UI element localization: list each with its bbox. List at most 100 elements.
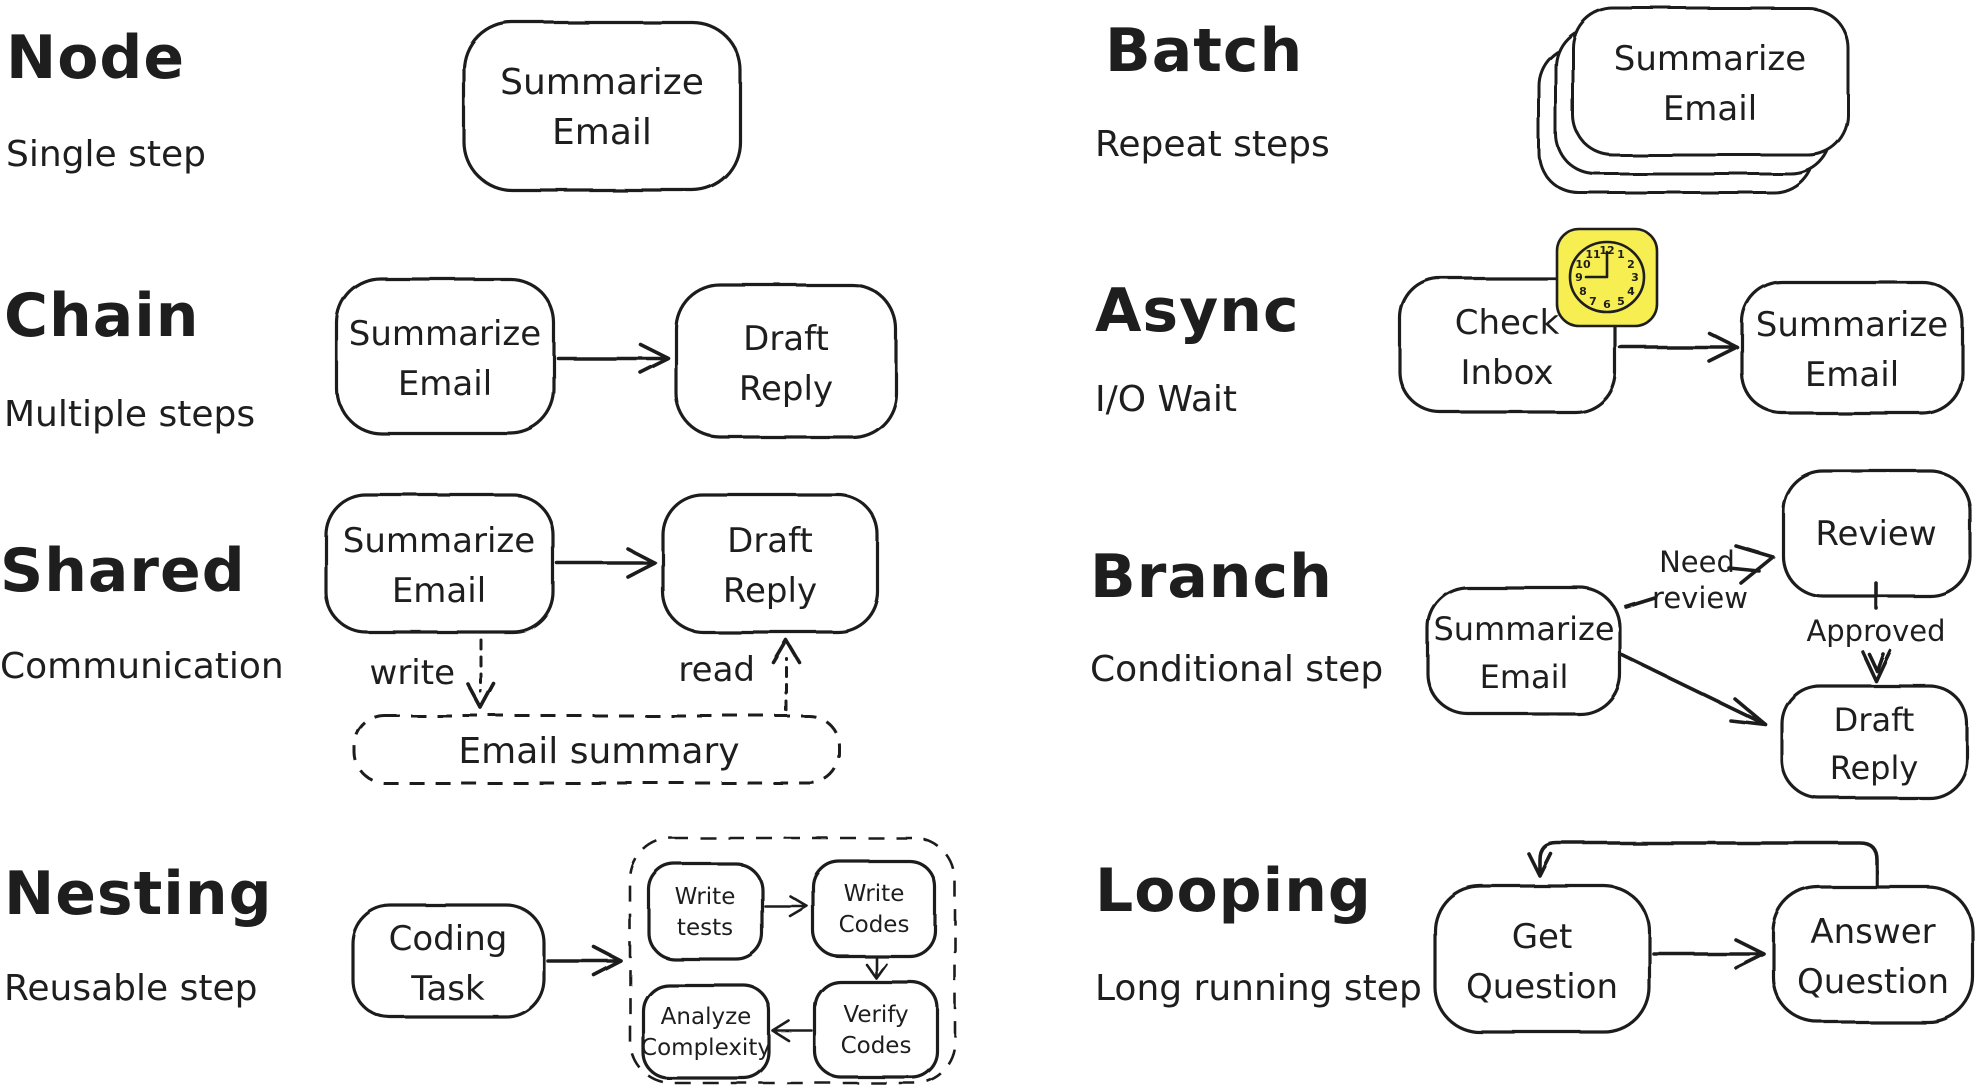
looping-subtitle: Long running step bbox=[1095, 968, 1422, 1009]
nesting-write-tests-line2: tests bbox=[677, 915, 733, 941]
clock-number: 1 bbox=[1617, 248, 1625, 261]
nesting-verify-codes-line2: Codes bbox=[841, 1033, 912, 1059]
chain-subtitle: Multiple steps bbox=[4, 394, 255, 435]
section-shared: Shared Communication Summarize Email Dra… bbox=[0, 493, 880, 785]
nesting-box-line2: Task bbox=[410, 969, 485, 1009]
shared-box2-line1: Draft bbox=[727, 521, 813, 561]
nesting-verify-codes-box bbox=[813, 980, 939, 1079]
shared-subtitle: Communication bbox=[0, 646, 284, 687]
clock-number: 9 bbox=[1575, 271, 1583, 284]
async-subtitle: I/O Wait bbox=[1095, 379, 1237, 420]
node-box-label-line2: Email bbox=[552, 112, 652, 153]
clock-number: 7 bbox=[1589, 295, 1597, 308]
shared-summarize-email-box bbox=[324, 493, 555, 634]
clock-number: 10 bbox=[1575, 258, 1591, 271]
chain-box2-line2: Reply bbox=[739, 369, 833, 409]
branch-draft-line2: Reply bbox=[1830, 749, 1919, 787]
batch-title: Batch bbox=[1105, 16, 1303, 86]
chain-box2-line1: Draft bbox=[743, 319, 829, 359]
branch-direct-arrow bbox=[1620, 653, 1768, 727]
clock-number: 5 bbox=[1617, 295, 1625, 308]
batch-subtitle: Repeat steps bbox=[1095, 124, 1330, 165]
async-box2-line1: Summarize bbox=[1756, 305, 1948, 345]
nesting-arrow-down bbox=[864, 955, 888, 980]
shared-write-arrowhead bbox=[466, 682, 496, 710]
async-summarize-email-box bbox=[1740, 280, 1964, 415]
batch-box-line2: Email bbox=[1663, 89, 1757, 129]
looping-get-question-box bbox=[1433, 884, 1651, 1034]
nesting-subtitle: Reusable step bbox=[4, 968, 258, 1009]
nesting-analyze-line2: Complexity bbox=[641, 1035, 771, 1061]
branch-need-review-label-line1: Need bbox=[1659, 545, 1735, 579]
clock-number: 3 bbox=[1631, 271, 1639, 284]
branch-approved-label: Approved bbox=[1806, 614, 1945, 648]
nesting-write-codes-box bbox=[811, 859, 937, 958]
section-looping: Looping Long running step Get Question A… bbox=[1095, 841, 1975, 1034]
shared-arrow bbox=[555, 547, 657, 579]
nesting-box-line1: Coding bbox=[389, 919, 508, 959]
shared-box1-line1: Summarize bbox=[343, 521, 535, 561]
shared-box1-line2: Email bbox=[392, 571, 486, 611]
branch-need-review-line bbox=[1624, 596, 1657, 609]
section-node: Node Single step Summarize Email bbox=[6, 20, 742, 192]
section-branch: Branch Conditional step Summarize Email … bbox=[1090, 469, 1972, 800]
async-box1-line1: Check bbox=[1455, 303, 1560, 343]
batch-box-line1: Summarize bbox=[1614, 39, 1806, 79]
shared-draft-reply-box bbox=[661, 493, 880, 634]
nesting-main-arrow bbox=[546, 945, 623, 977]
shared-read-arrowhead bbox=[771, 638, 801, 664]
branch-box-line2: Email bbox=[1480, 658, 1569, 696]
branch-title: Branch bbox=[1090, 542, 1333, 612]
branch-approved-arrowhead bbox=[1860, 649, 1892, 683]
clock-number: 8 bbox=[1579, 285, 1587, 298]
clock-number: 12 bbox=[1599, 244, 1614, 257]
nesting-analyze-complexity-box bbox=[641, 983, 771, 1080]
node-subtitle: Single step bbox=[6, 134, 206, 175]
async-box2-line2: Email bbox=[1805, 355, 1899, 395]
looping-box2-line1: Answer bbox=[1810, 912, 1935, 952]
clock-number: 6 bbox=[1603, 298, 1611, 311]
section-chain: Chain Multiple steps Summarize Email Dra… bbox=[4, 277, 898, 439]
shared-title: Shared bbox=[0, 536, 246, 606]
looping-loopback-arrow bbox=[1527, 841, 1879, 887]
shared-read-label: read bbox=[678, 650, 755, 690]
nesting-verify-codes-line1: Verify bbox=[843, 1002, 908, 1028]
nesting-title: Nesting bbox=[4, 859, 273, 929]
chain-arrow bbox=[556, 342, 670, 374]
branch-draft-reply-box bbox=[1780, 684, 1969, 800]
clock-sticker-icon: 12 1 2 3 4 5 6 7 8 9 10 11 bbox=[1555, 227, 1659, 328]
nesting-coding-task-box bbox=[350, 903, 546, 1019]
branch-review-label: Review bbox=[1815, 514, 1936, 554]
nesting-write-tests-box bbox=[647, 862, 764, 961]
batch-card-front bbox=[1571, 6, 1850, 157]
branch-box-line1: Summarize bbox=[1433, 610, 1614, 648]
chain-box1-line1: Summarize bbox=[349, 314, 541, 354]
branch-draft-line1: Draft bbox=[1834, 701, 1915, 739]
node-title: Node bbox=[6, 23, 185, 93]
node-summarize-email-box bbox=[462, 20, 742, 192]
shared-store-label: Email summary bbox=[458, 731, 739, 772]
section-nesting: Nesting Reusable step Coding Task Write … bbox=[4, 836, 957, 1085]
shared-email-summary-store bbox=[353, 714, 841, 785]
clock-number: 2 bbox=[1627, 258, 1635, 271]
chain-title: Chain bbox=[4, 281, 200, 351]
looping-forward-arrow bbox=[1651, 937, 1765, 969]
shared-box2-line2: Reply bbox=[723, 571, 817, 611]
nesting-subflow-container bbox=[628, 836, 957, 1085]
clock-number: 11 bbox=[1585, 248, 1600, 261]
branch-need-review-arrowhead bbox=[1727, 544, 1775, 585]
branch-need-review-label-line2: review bbox=[1652, 581, 1748, 615]
clock-number: 4 bbox=[1627, 285, 1635, 298]
looping-box2-line2: Question bbox=[1797, 962, 1949, 1002]
chain-summarize-email-box bbox=[335, 277, 556, 435]
shared-write-label: write bbox=[370, 653, 455, 693]
looping-box1-line1: Get bbox=[1512, 917, 1573, 957]
nesting-write-codes-line2: Codes bbox=[839, 912, 910, 938]
async-title: Async bbox=[1095, 276, 1300, 346]
nesting-analyze-line1: Analyze bbox=[661, 1004, 752, 1030]
nesting-write-codes-line1: Write bbox=[844, 881, 905, 907]
clock-face bbox=[1568, 240, 1646, 314]
section-batch: Batch Repeat steps Summarize Email bbox=[1095, 6, 1850, 195]
